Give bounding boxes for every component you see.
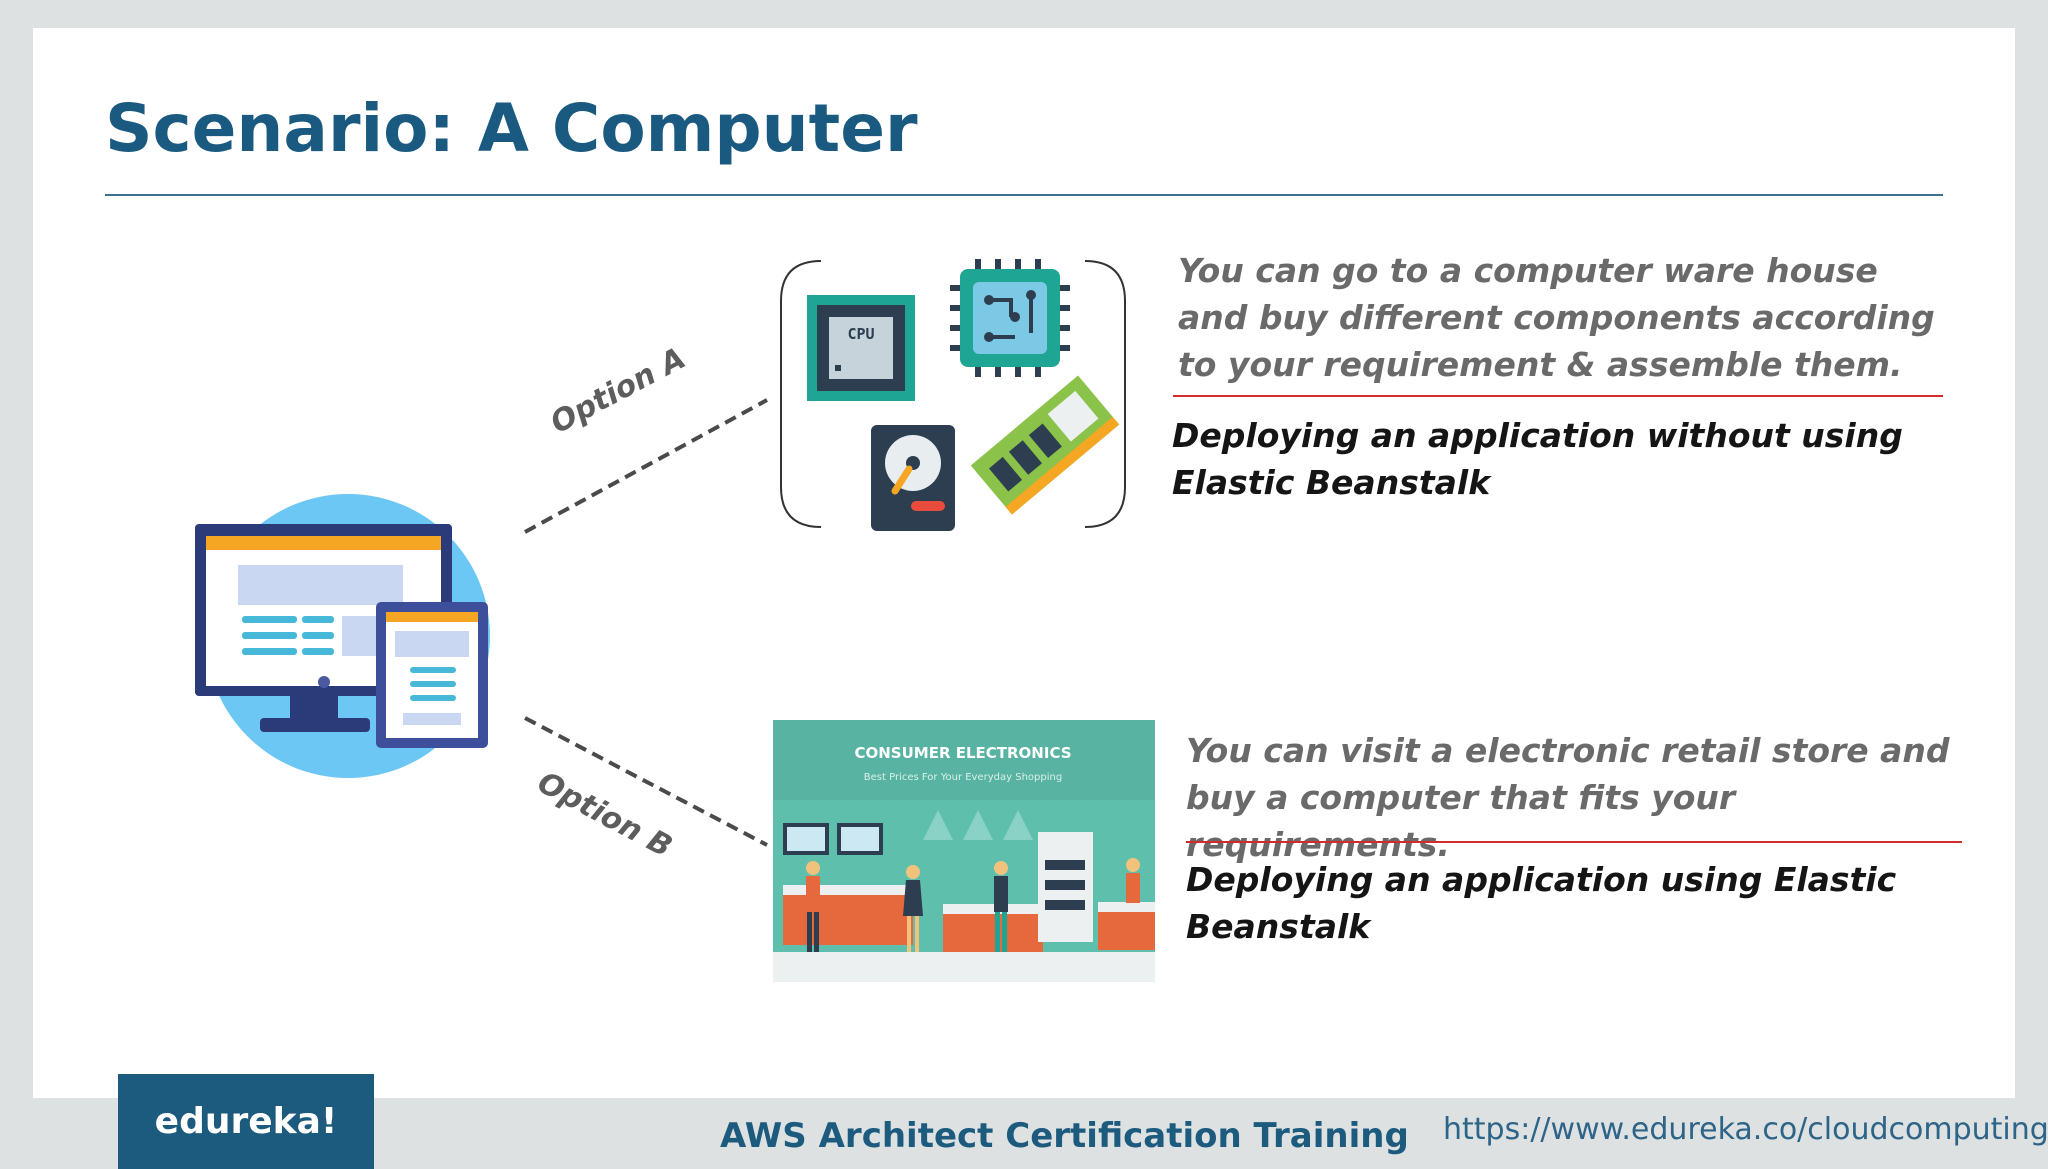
person-figure: [1126, 858, 1140, 903]
course-title: AWS Architect Certification Training: [720, 1116, 1409, 1156]
computer-components-illustration: CPU: [780, 259, 1126, 531]
option-a-divider: [1173, 395, 1943, 397]
option-b-connector: [524, 716, 768, 847]
store-title: CONSUMER ELECTRONICS: [854, 744, 1071, 762]
course-url-link[interactable]: https://www.edureka.co/cloudcomputing: [1443, 1112, 2048, 1147]
person-figure: [903, 865, 923, 952]
ram-stick-icon: [970, 375, 1120, 515]
bracket-left: [780, 260, 822, 528]
option-b-description: You can visit a electronic retail store …: [1186, 731, 1950, 864]
person-figure: [806, 861, 820, 952]
cpu-chip-icon: CPU: [807, 295, 915, 401]
hard-drive-icon: [871, 425, 955, 531]
microchip-icon: [950, 259, 1070, 377]
option-b-deployment: Deploying an application using Elastic B…: [1186, 860, 1897, 946]
cpu-chip-label: CPU: [847, 325, 874, 343]
title-divider: [105, 194, 1943, 196]
option-a-deployment: Deploying an application without using E…: [1172, 416, 1903, 502]
option-a-connector: [524, 398, 768, 534]
electronics-store-illustration: CONSUMER ELECTRONICS Best Prices For You…: [773, 720, 1155, 982]
edureka-logo: edureka!: [118, 1074, 374, 1169]
bracket-right: [1084, 260, 1126, 528]
edureka-logo-text: edureka!: [154, 1101, 338, 1142]
option-connectors: [524, 398, 768, 847]
option-b-divider: [1186, 841, 1962, 843]
computer-tablet-icon: [195, 494, 490, 778]
option-a-description: You can go to a computer ware house and …: [1178, 251, 1935, 384]
page-title: Scenario: A Computer: [105, 90, 918, 167]
person-figure: [994, 861, 1008, 952]
store-subtitle: Best Prices For Your Everyday Shopping: [864, 772, 1062, 783]
